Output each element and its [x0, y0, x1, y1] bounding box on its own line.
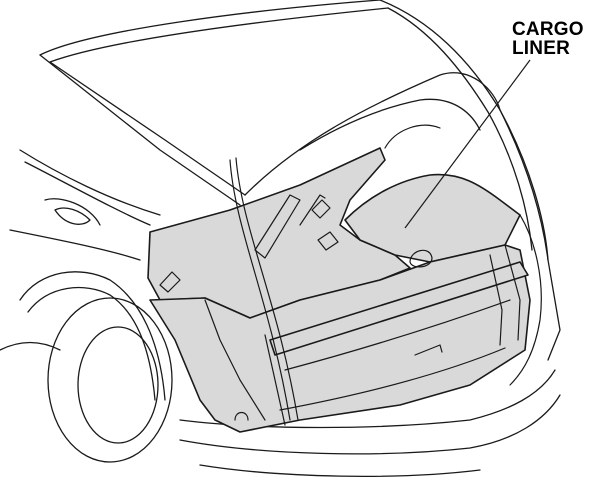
liner-floor-handle — [414, 344, 443, 356]
liner-cutout-1 — [159, 271, 181, 293]
liner-tiedown — [409, 249, 433, 268]
callout-leader-line — [404, 59, 531, 229]
wheel-arch — [19, 271, 166, 401]
roof-line — [39, 0, 381, 56]
liner-floor-edge — [279, 347, 506, 411]
liner-hatch-strut-2 — [235, 157, 299, 421]
cargo-liner-callout: CARGO LINER — [512, 20, 584, 58]
rear-hatch-opening-top-inner — [49, 61, 246, 196]
d-pillar-right-inner — [387, 7, 533, 251]
liner-cutout-3 — [317, 231, 339, 251]
callout-line-1: CARGO — [512, 19, 584, 40]
liner-front-lip — [269, 261, 529, 356]
liner-cutout-2 — [311, 199, 331, 219]
rear-glass-frame — [244, 72, 501, 196]
side-window-line-2 — [24, 161, 151, 226]
wheel-arch-inner — [27, 286, 156, 401]
side-body-line — [9, 229, 141, 261]
rear-wheel-rim — [77, 326, 159, 444]
rear-tire — [47, 297, 173, 463]
side-window-line — [19, 149, 161, 216]
liner-strap-right — [509, 214, 542, 386]
liner-floor-crease — [284, 299, 511, 371]
lower-body-line — [0, 341, 61, 351]
liner-hook-left — [234, 411, 249, 421]
liner-seat-gap-right — [299, 194, 326, 226]
rear-hatch-opening-top — [39, 54, 241, 206]
rear-bumper-bottom — [199, 464, 481, 477]
liner-hatch-strut — [229, 159, 291, 421]
tail-light-right — [499, 109, 561, 361]
roof-line-inner — [49, 7, 389, 63]
liner-right-wall — [504, 244, 521, 341]
liner-right-wall-2 — [489, 254, 503, 346]
hatch-inner-edge — [299, 98, 481, 151]
liner-side-trim — [204, 299, 266, 421]
rear-bumper-lower — [179, 394, 561, 455]
liner-seat-gap-left — [254, 194, 301, 259]
door-handle — [54, 207, 91, 225]
door-handle-recess — [44, 198, 101, 226]
liner-upper-strap — [384, 124, 441, 149]
callout-line-2: LINER — [512, 38, 570, 59]
